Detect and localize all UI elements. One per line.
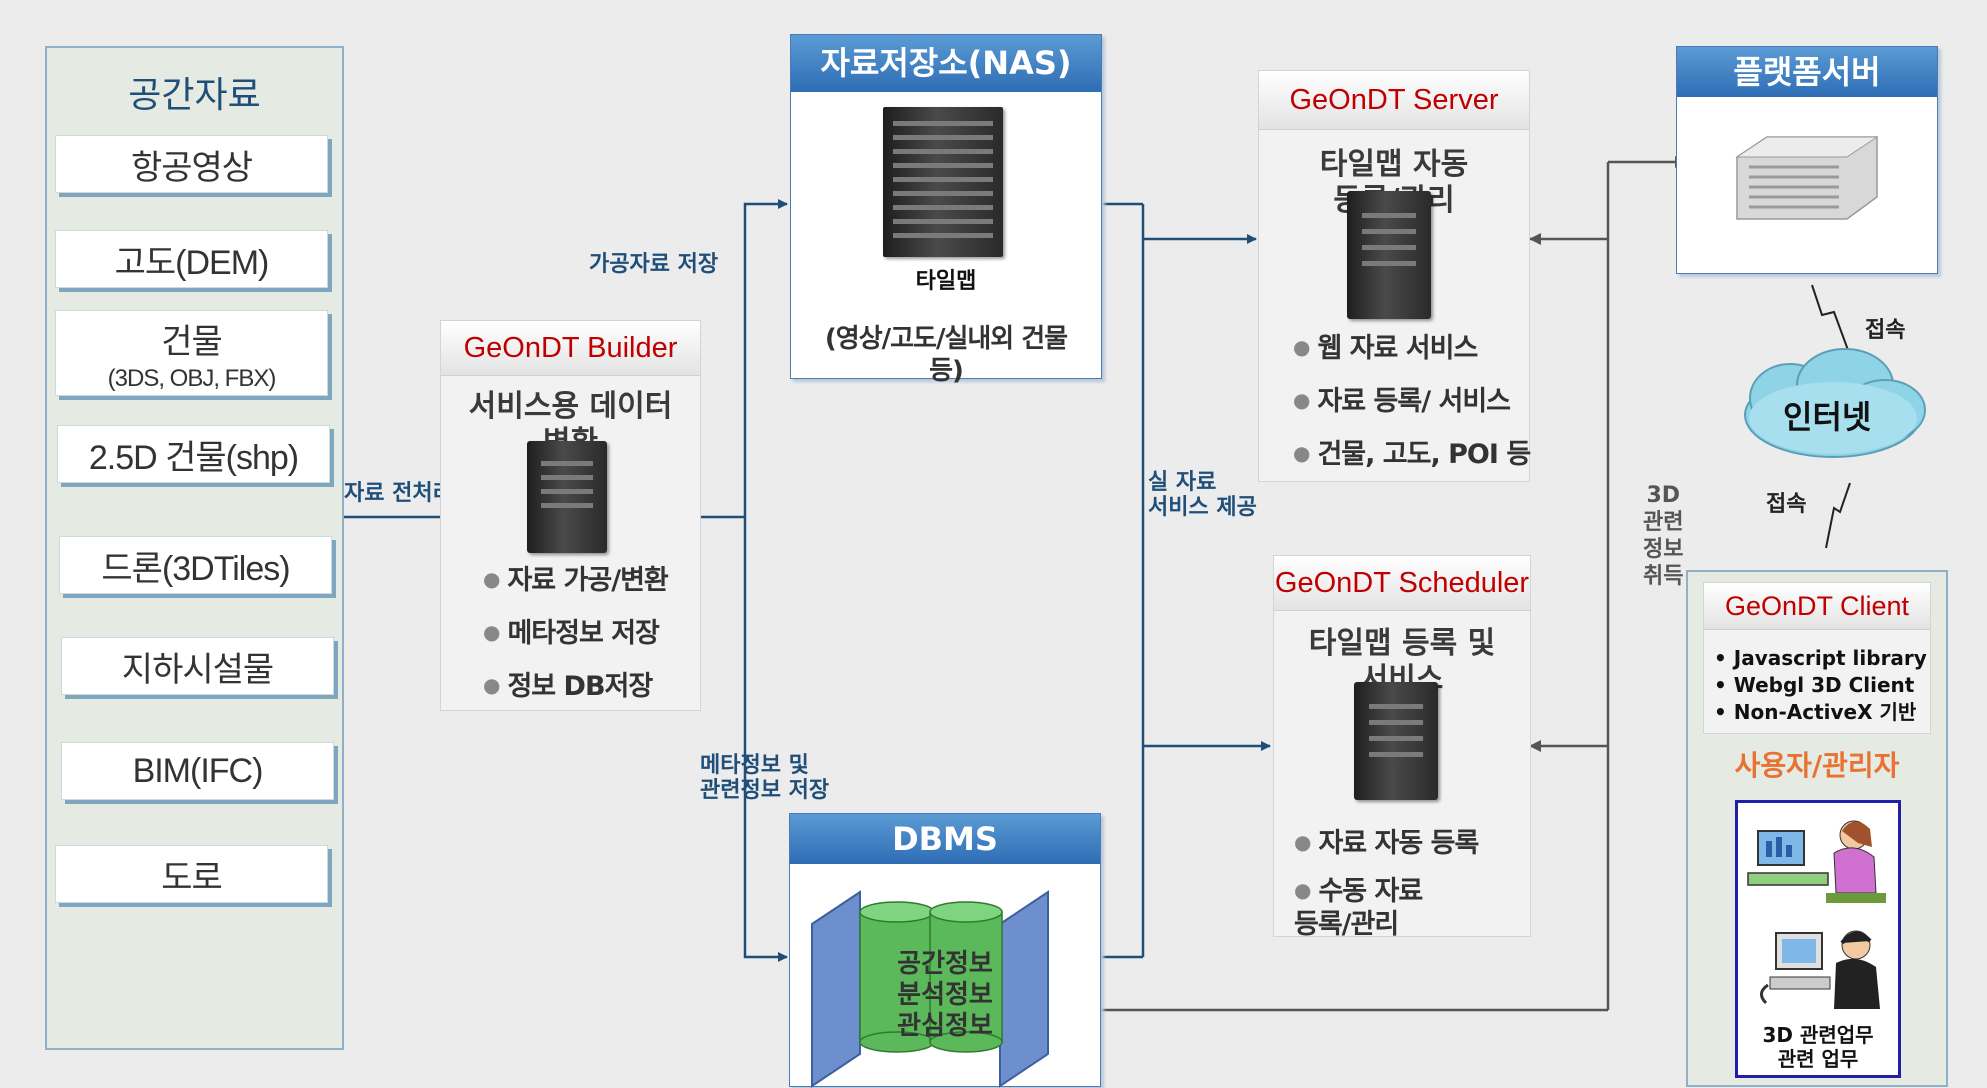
data-item-underground: 지하시설물 xyxy=(61,637,334,695)
data-item-bim: BIM(IFC) xyxy=(61,742,334,800)
data-item-dem: 고도(DEM) xyxy=(55,230,328,288)
server-icon xyxy=(527,441,607,553)
scheduler-title: GeOnDT Scheduler xyxy=(1274,556,1530,611)
list-item: ●웹 자료 서비스 xyxy=(1293,333,1478,364)
access-label-bottom: 접속 xyxy=(1766,492,1807,517)
building-formats: (3DS, OBJ, FBX) xyxy=(107,364,277,392)
builder-title: GeOnDT Builder xyxy=(441,321,700,376)
server-bullets: ●웹 자료 서비스 ●자료 등록/ 서비스 ●건물, 고도, POI 등 xyxy=(1293,329,1531,488)
dbms-box: DBMS 공간정보 분석정보 관심정보 xyxy=(789,813,1101,1088)
client-panel: GeOnDT Client • Javascript library • Web… xyxy=(1686,570,1948,1087)
internet-label: 인터넷 xyxy=(1783,398,1872,436)
data-item-building: 건물 (3DS, OBJ, FBX) xyxy=(55,310,328,396)
builder-box: GeOnDT Builder 서비스용 데이터변환 ●자료 가공/변환 ●메타정… xyxy=(440,320,701,711)
spatial-data-title: 공간자료 xyxy=(128,75,261,116)
platform-title: 플랫폼서버 xyxy=(1677,47,1937,97)
list-item: ●자료 자동 등록 xyxy=(1294,828,1479,859)
server-icon xyxy=(1354,682,1438,800)
preprocess-label: 자료 전처리 xyxy=(344,481,453,506)
server-title: GeOnDT Server xyxy=(1259,71,1529,130)
meta-arrow xyxy=(743,517,788,962)
builder-bullets: ●자료 가공/변환 ●메타정보 저장 ●정보 DB저장 xyxy=(483,561,669,720)
data-item-drone: 드론(3DTiles) xyxy=(59,536,332,594)
access-label-top: 접속 xyxy=(1865,318,1906,343)
list-item: 관심정보 xyxy=(897,1011,993,1041)
lightning-bolt-top xyxy=(1811,284,1849,351)
nas-title: 자료저장소(NAS) xyxy=(791,35,1101,92)
data-item-road: 도로 xyxy=(55,845,328,903)
store-label: 가공자료 저장 xyxy=(589,252,719,277)
data-item-25d-building: 2.5D 건물(shp) xyxy=(57,425,330,483)
list-item: • Javascript library xyxy=(1714,646,1927,670)
store-arrow xyxy=(743,199,788,517)
client-card: GeOnDT Client • Javascript library • Web… xyxy=(1703,582,1931,734)
data-item-aerial: 항공영상 xyxy=(55,135,328,193)
list-item: 공간정보 xyxy=(897,949,993,979)
list-item: ●자료 가공/변환 xyxy=(483,565,669,596)
user-admin-title: 사용자/관리자 xyxy=(1734,749,1900,782)
user-at-computer-icon xyxy=(1747,820,1886,903)
admin-at-computer-icon xyxy=(1760,930,1880,1009)
storage-rack-icon xyxy=(883,107,1003,257)
list-item: ●메타정보 저장 xyxy=(483,618,660,649)
client-title: GeOnDT Client xyxy=(1704,583,1930,630)
platform-box: 플랫폼서버 xyxy=(1676,46,1938,274)
database-icon xyxy=(811,890,1049,1088)
db-item-list: 공간정보 분석정보 관심정보 xyxy=(790,949,1100,1042)
nas-caption: 타일맵 xyxy=(915,269,977,294)
list-item: ●건물, 고도, POI 등 xyxy=(1293,439,1531,470)
lightning-bolt-bottom xyxy=(1825,482,1851,549)
list-item: ●정보 DB저장 xyxy=(483,671,653,702)
client-bullets: • Javascript library • Webgl 3D Client •… xyxy=(1714,645,1927,726)
server-icon xyxy=(1347,191,1431,319)
list-item: 분석정보 xyxy=(897,980,993,1010)
dbms-title: DBMS xyxy=(790,814,1100,864)
rack-server-icon xyxy=(1735,136,1879,220)
list-item: • Webgl 3D Client xyxy=(1714,673,1915,697)
list-item: • Non-ActiveX 기반 xyxy=(1714,700,1917,724)
list-item: ●자료 등록/ 서비스 xyxy=(1293,386,1511,417)
internet-cloud xyxy=(1744,348,1926,458)
